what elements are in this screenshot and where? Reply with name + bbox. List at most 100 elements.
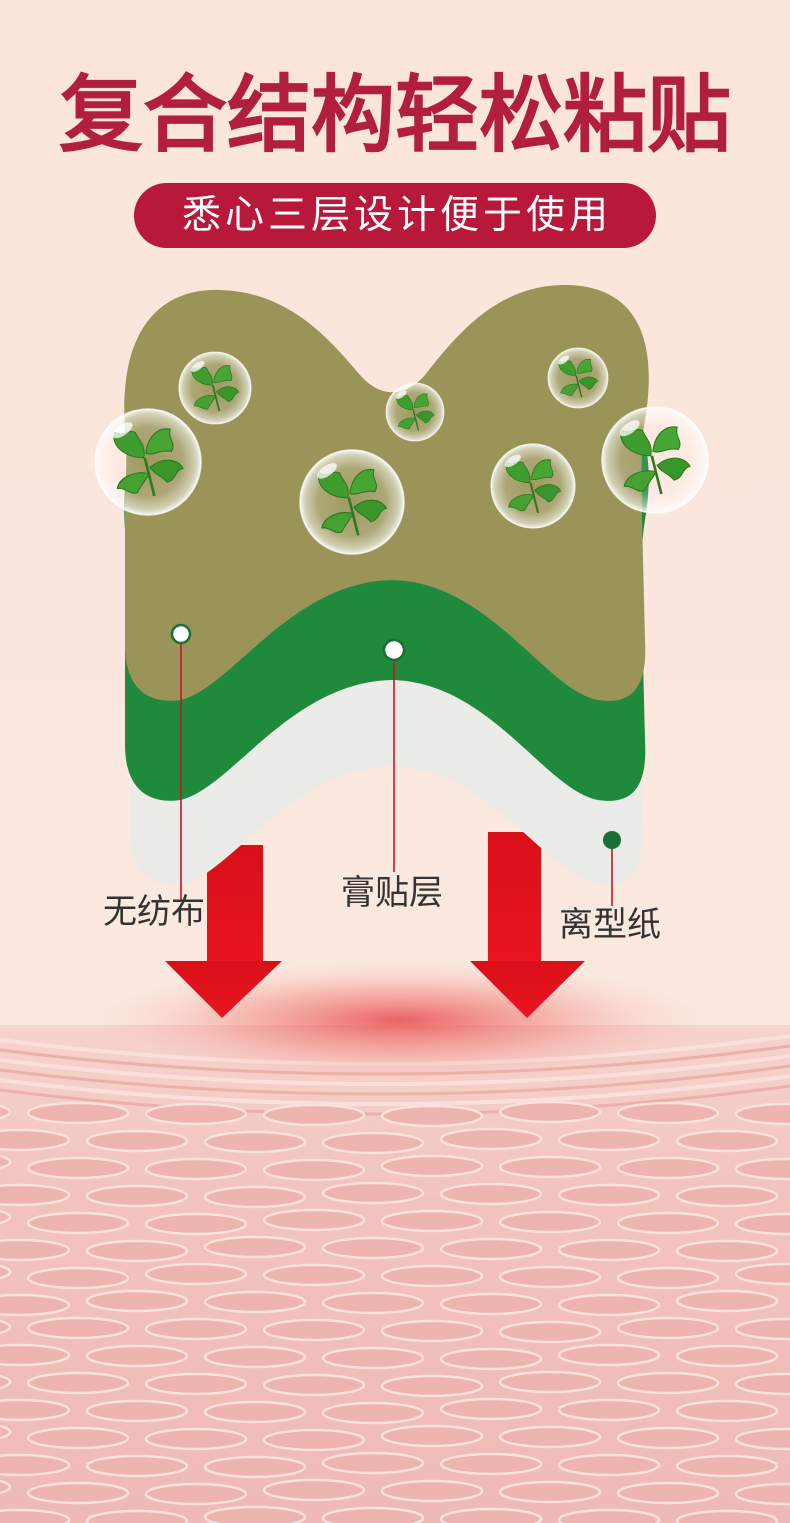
herb-bubble-icon (385, 382, 445, 442)
skin-cell (439, 1452, 543, 1476)
skin-cell (0, 1424, 12, 1440)
skin-cell (380, 1319, 484, 1343)
skin-cell (734, 1427, 790, 1451)
skin-cell (26, 1211, 130, 1235)
skin-cell (321, 1131, 425, 1155)
skin-cells (0, 1100, 790, 1523)
skin-cell (262, 1318, 366, 1342)
skin-cell (85, 1454, 189, 1478)
skin-cell (616, 1371, 720, 1395)
skin-cell (144, 1427, 248, 1451)
skin-cell (498, 1155, 602, 1179)
herb-bubble-icon (547, 347, 609, 409)
skin-cell (557, 1183, 661, 1207)
skin-cell (0, 1508, 71, 1523)
skin-cell (439, 1347, 543, 1371)
skin-cell (616, 1101, 720, 1125)
skin-cell (26, 1156, 130, 1180)
skin-cell (85, 1129, 189, 1153)
skin-cell (616, 1266, 720, 1290)
skin-cell (144, 1317, 248, 1341)
herb-bubble-icon (600, 405, 710, 515)
skin-cell (439, 1127, 543, 1151)
skin-cell (144, 1262, 248, 1286)
skin-cell (675, 1509, 779, 1523)
marker-nonwoven (170, 623, 192, 645)
skin-cell (675, 1129, 779, 1153)
skin-cell (262, 1103, 366, 1127)
skin-cell (439, 1292, 543, 1316)
skin-cell (203, 1455, 307, 1479)
skin-cell (85, 1289, 189, 1313)
skin-cell (203, 1345, 307, 1369)
herb-bubble-icon (93, 407, 203, 517)
arrow-shaft (488, 832, 541, 963)
skin-cell (380, 1104, 484, 1128)
skin-cell (734, 1157, 790, 1181)
skin-cell (203, 1185, 307, 1209)
skin-surface-line (0, 1074, 790, 1107)
skin-cell (0, 1293, 71, 1317)
skin-cell (321, 1291, 425, 1315)
skin-cell (85, 1509, 189, 1523)
skin-cell (734, 1317, 790, 1341)
skin-cell (144, 1372, 248, 1396)
skin-cell (203, 1505, 307, 1523)
skin-cell (262, 1158, 366, 1182)
skin-cell (380, 1209, 484, 1233)
skin-cell (734, 1212, 790, 1236)
herb-bubble-icon (298, 448, 406, 556)
skin-cell (557, 1128, 661, 1152)
skin-cell (144, 1102, 248, 1126)
skin-cell (616, 1316, 720, 1340)
skin-surface-line (0, 1054, 790, 1087)
skin-cell (0, 1183, 71, 1207)
skin-cell (26, 1481, 130, 1505)
label-nonwoven: 无纺布 (103, 892, 205, 932)
skin-cell (321, 1401, 425, 1425)
skin-cell (203, 1400, 307, 1424)
skin-cell (557, 1293, 661, 1317)
skin-cell (675, 1399, 779, 1423)
skin-cell (26, 1266, 130, 1290)
skin-cell (380, 1479, 484, 1503)
skin-cell (321, 1346, 425, 1370)
skin-cell (557, 1508, 661, 1523)
label-release-paper: 离型纸 (559, 905, 661, 945)
skin-cell (0, 1479, 12, 1495)
skin-cell (734, 1372, 790, 1396)
skin-cell (498, 1100, 602, 1124)
marker-release (603, 831, 621, 849)
skin-cell (380, 1264, 484, 1288)
skin-cell (321, 1181, 425, 1205)
skin-cell (85, 1344, 189, 1368)
skin-cell (0, 1264, 12, 1280)
skin-cell (0, 1453, 71, 1477)
skin-cell (0, 1374, 12, 1390)
marker-plaster (382, 638, 406, 662)
skin-cell (26, 1101, 130, 1125)
skin-illustration (0, 1025, 790, 1523)
skin-cell (557, 1238, 661, 1262)
skin-cell (557, 1453, 661, 1477)
skin-cell (557, 1398, 661, 1422)
skin-cell (262, 1428, 366, 1452)
label-plaster: 膏贴层 (341, 873, 443, 913)
skin-cell (0, 1128, 71, 1152)
skin-cell (26, 1426, 130, 1450)
skin-cell (439, 1397, 543, 1421)
skin-cell (144, 1157, 248, 1181)
skin-cell (616, 1426, 720, 1450)
skin-cell (0, 1104, 12, 1120)
skin-cell (85, 1239, 189, 1263)
skin-cell (675, 1184, 779, 1208)
skin-cell (498, 1320, 602, 1344)
skin-cell (144, 1212, 248, 1236)
skin-cell (498, 1370, 602, 1394)
skin-cell (439, 1507, 543, 1523)
skin-cell (380, 1424, 484, 1448)
skin-cell (321, 1506, 425, 1523)
skin-cell (498, 1210, 602, 1234)
skin-cell (557, 1343, 661, 1367)
